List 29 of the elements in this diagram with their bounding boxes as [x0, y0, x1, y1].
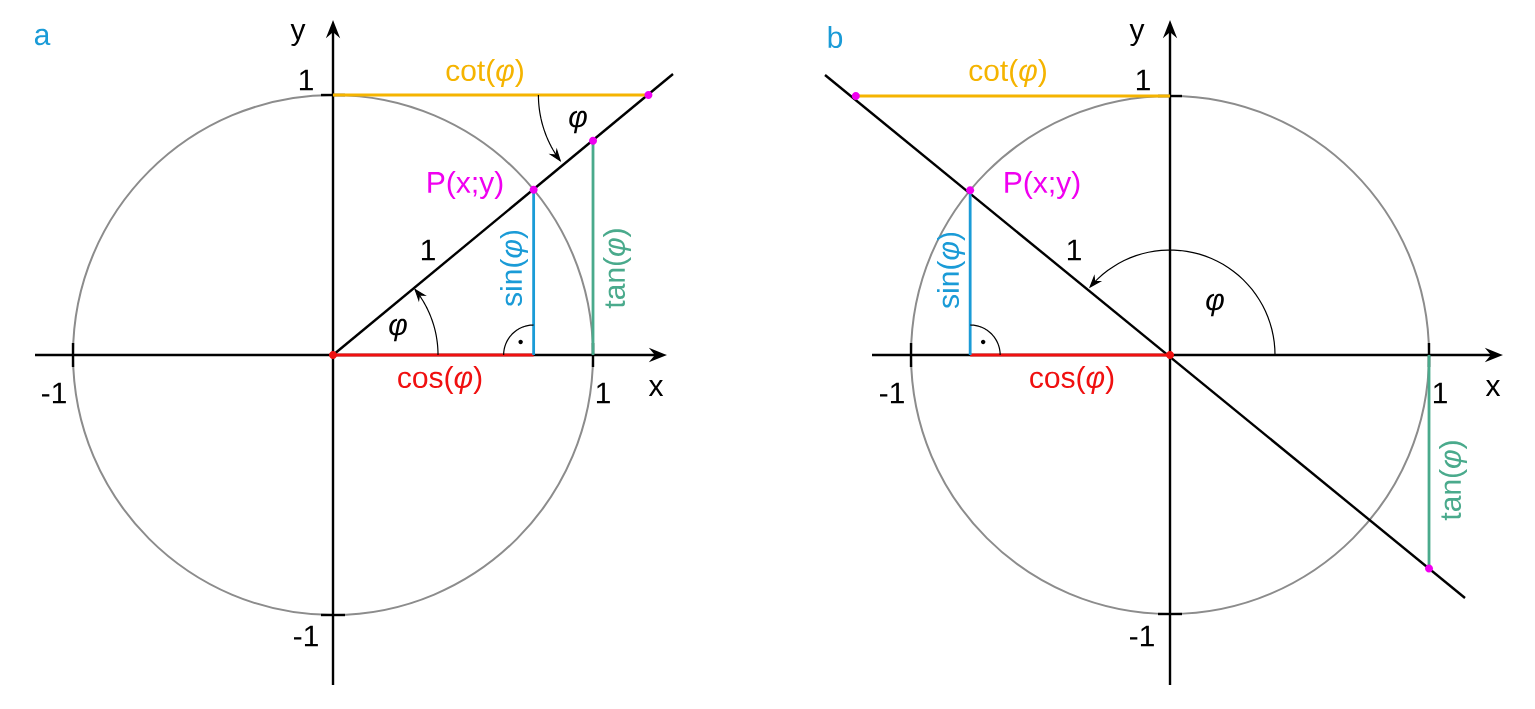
tick-label: -1 [1130, 625, 1154, 647]
point-label: P(x;y) [1005, 171, 1080, 199]
tick-label: 1 [596, 382, 610, 404]
axis-label: x [1485, 380, 1501, 396]
panel-letter: b [828, 26, 843, 48]
axis-label: y [290, 24, 306, 47]
segment-label: cos(φ) [398, 366, 482, 394]
panel-letter: a [34, 28, 51, 46]
radius-label: 1 [1067, 239, 1081, 261]
segment-label: cos(φ) [1030, 366, 1114, 394]
angle-label: φ [569, 110, 587, 134]
tick-label: -1 [880, 382, 904, 404]
tick-label: 1 [1136, 69, 1150, 91]
segment-label: sin(φ) [937, 232, 965, 309]
axis-label: y [1129, 24, 1145, 47]
segment-label: tan(φ) [603, 229, 631, 309]
segment-label: sin(φ) [500, 230, 528, 307]
tick-label: 1 [1433, 382, 1447, 404]
axis-label: x [648, 380, 664, 396]
radius-label: 1 [421, 239, 435, 261]
angle-label: φ [389, 318, 407, 342]
segment-label: cot(φ) [446, 59, 523, 87]
tick-label: -1 [42, 382, 66, 404]
tick-label: -1 [294, 625, 318, 647]
segment-label: cot(φ) [969, 59, 1046, 87]
tick-label: 1 [299, 69, 313, 91]
segment-label: tan(φ) [1439, 441, 1467, 521]
point-label: P(x;y) [428, 171, 503, 199]
angle-label: φ [1206, 293, 1224, 317]
